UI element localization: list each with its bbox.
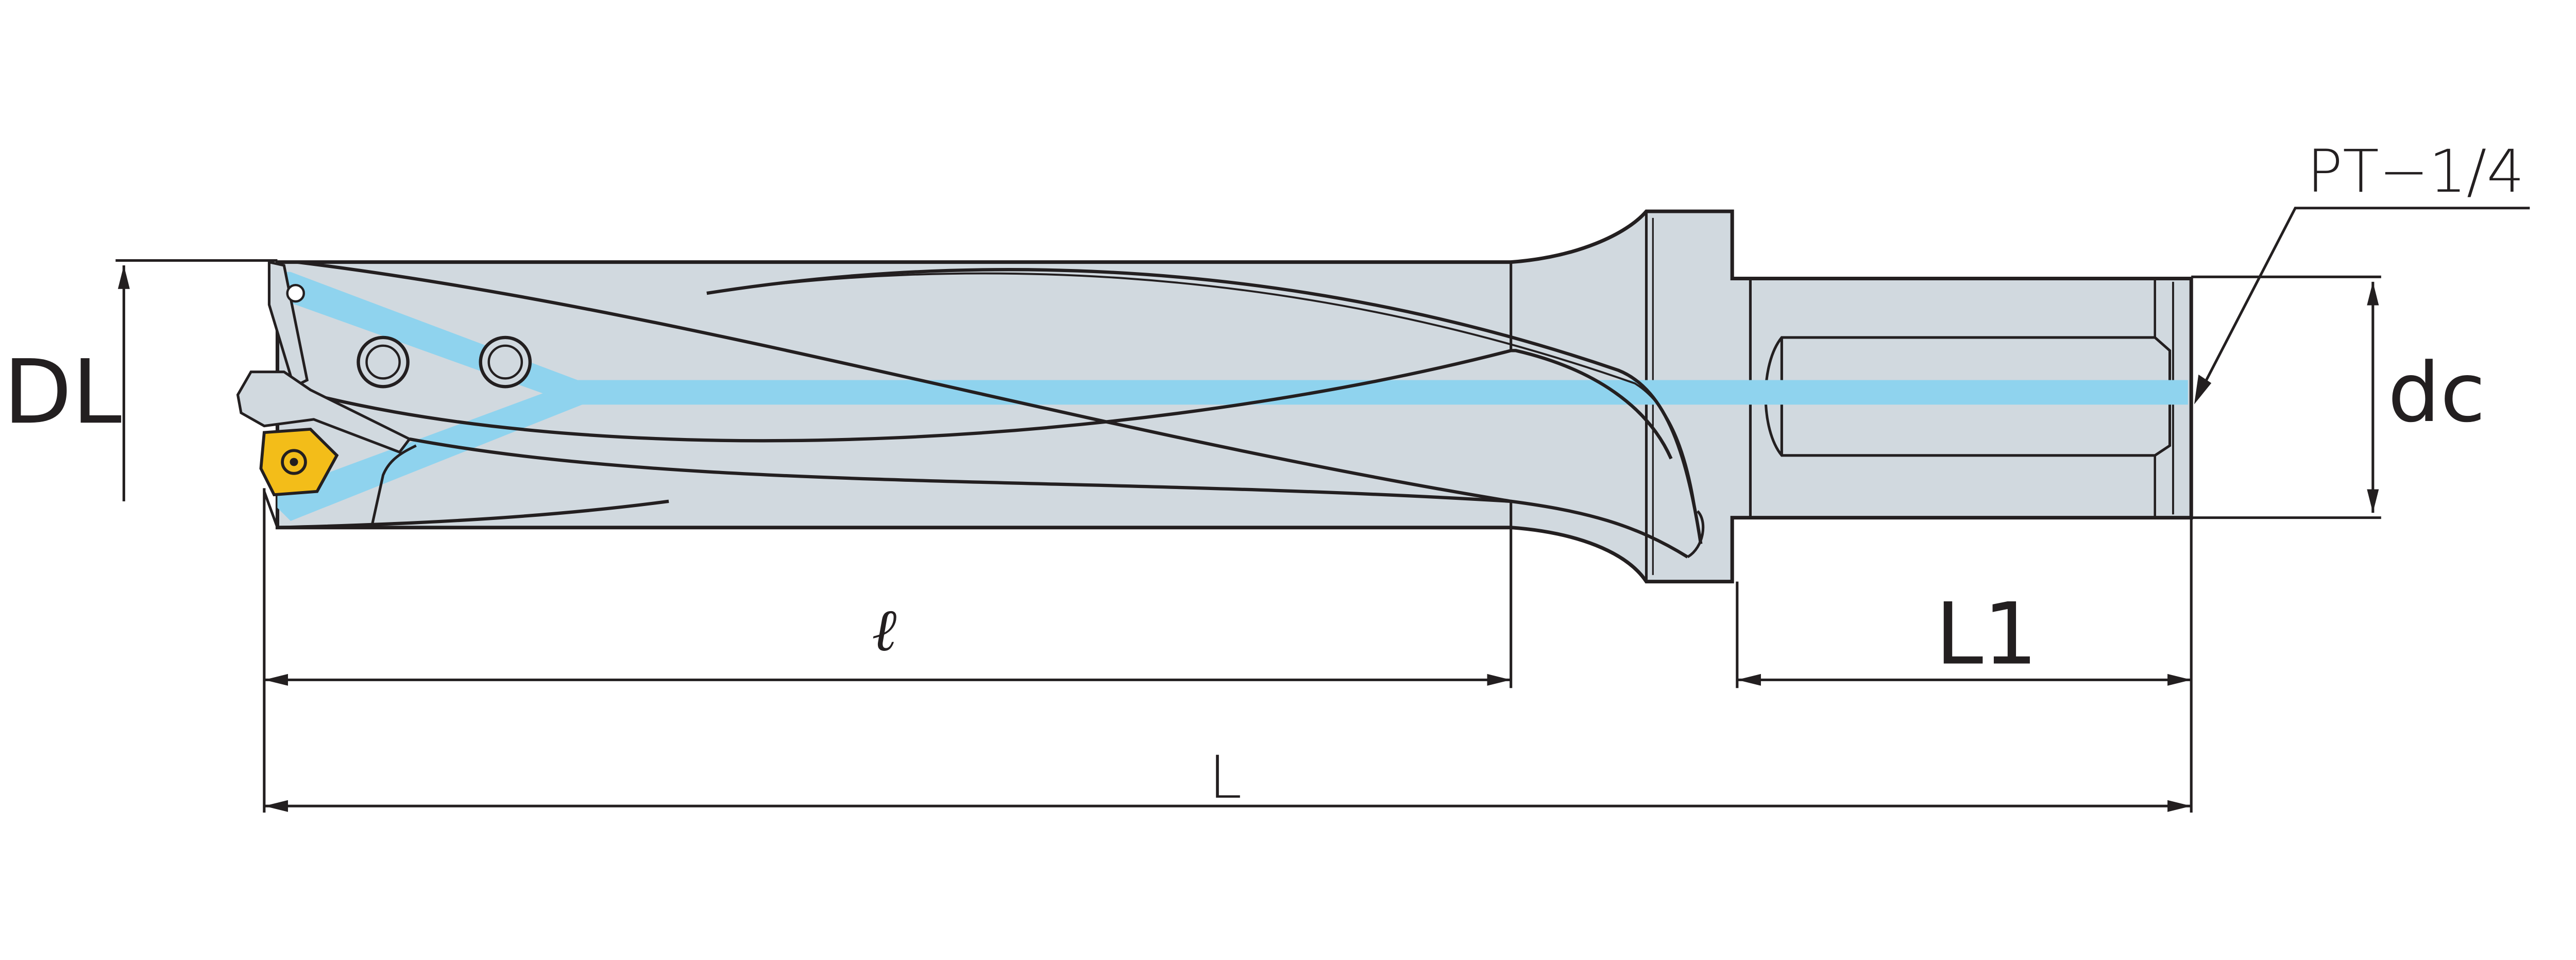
flute-length-label: ℓ (872, 596, 896, 665)
diameter-label: DL (3, 341, 122, 444)
flute-upper-edge-inner (726, 272, 1699, 525)
helical-flutes (277, 260, 1705, 559)
shank-length-label: L1 (1935, 585, 2038, 684)
coolant-lower-branch (277, 383, 586, 521)
total-length-label: L (1209, 744, 1242, 812)
shank-diameter-label: dc (2388, 345, 2486, 441)
center-insert-holder (236, 370, 412, 454)
coolant-hole-2 (479, 335, 532, 389)
coolant-main-channel (578, 380, 2188, 405)
pt-leader-arrow (2194, 374, 2212, 405)
flute-diagonal (297, 260, 1512, 503)
flute-lower-edge (293, 349, 1673, 460)
flute-end-hook (1687, 510, 1705, 559)
dimension-lines (115, 207, 2530, 813)
coolant-thread-label: PT−1/4 (2307, 137, 2524, 206)
insert-screw-center (290, 458, 298, 466)
flute-upper-edge (706, 268, 1703, 544)
lower-tip-edge (263, 444, 417, 528)
drill-tip (236, 260, 532, 528)
flute-lower-sweep (409, 437, 1689, 559)
coolant-hole-1 (357, 335, 410, 389)
upper-screw (286, 283, 305, 303)
pt-leader-line (2195, 207, 2530, 400)
flute-lower-outline (277, 499, 669, 529)
